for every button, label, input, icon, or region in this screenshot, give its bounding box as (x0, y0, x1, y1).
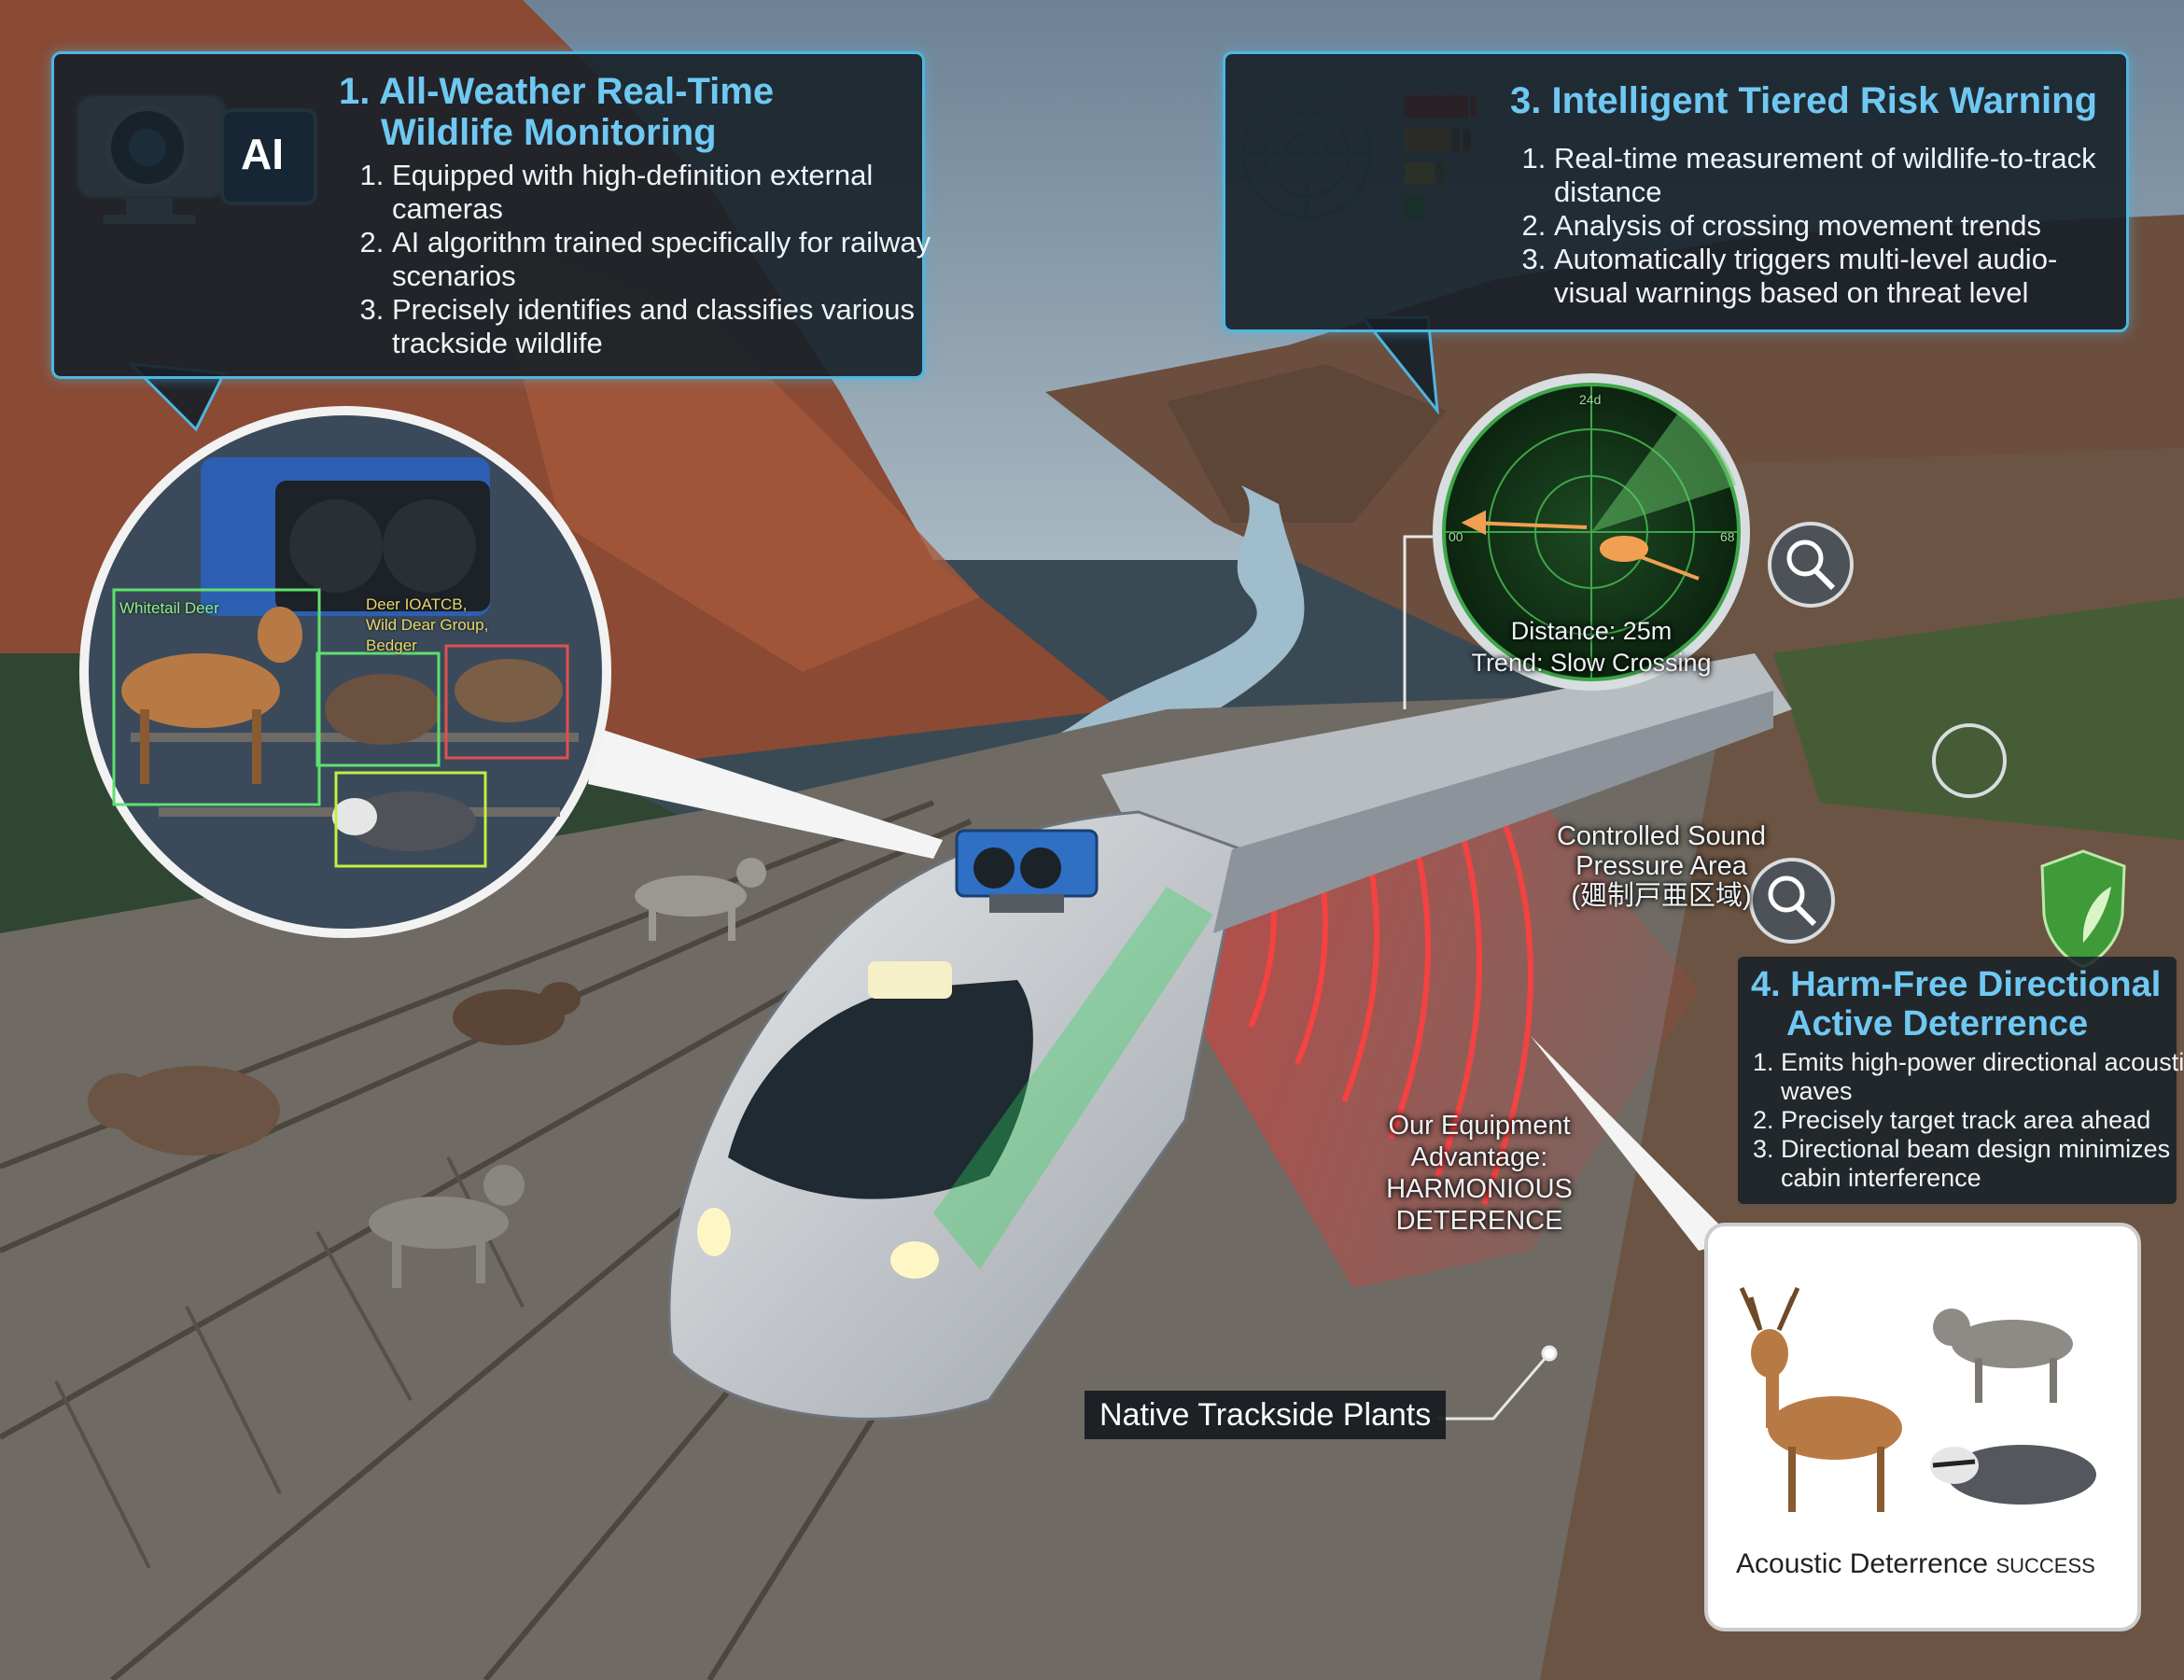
success-caption-main: Acoustic Deterrence (1736, 1548, 1989, 1579)
panel1-list: Equipped with high-definition external c… (353, 159, 943, 360)
badger-icon (1930, 1445, 2096, 1505)
list-item: Emits high-power directional acoustic wa… (1781, 1048, 2184, 1106)
list-item: Precisely identifies and classifies vari… (392, 293, 943, 360)
radar-right-mark: 68 (1720, 529, 1735, 544)
train (667, 653, 1792, 1421)
leaf-shield-icon (2040, 849, 2126, 969)
list-item: Precisely target track area ahead (1781, 1106, 2184, 1135)
success-caption: Acoustic Deterrence SUCCESS (1736, 1548, 2095, 1580)
panel3-list: Real-time measurement of wildlife-to-tra… (1515, 142, 2123, 310)
panel1-title-line1: 1. All-Weather Real-Time (339, 71, 775, 112)
panel4-title-line2: Active Deterrence (1786, 1004, 2089, 1043)
radar-distance: Distance: 25m (1510, 617, 1673, 645)
list-item: AI algorithm trained specifically for ra… (392, 226, 943, 293)
list-item: Directional beam design minimizes cabin … (1781, 1135, 2184, 1193)
wolf-on-track (635, 858, 766, 941)
sound-pressure-line1: Controlled Sound (1556, 821, 1767, 851)
zoom-target-icon (1932, 723, 2007, 798)
panel-active-deterrence: 4. Harm-Free Directional Active Deterren… (1738, 957, 2184, 1204)
native-plants-label: Native Trackside Plants (1085, 1391, 1447, 1439)
advantage-line1: Our Equipment (1388, 1111, 1571, 1141)
radar-left-mark: 00 (1449, 529, 1463, 544)
panel-risk-warning: 3. Intelligent Tiered Risk Warning Real-… (1223, 51, 2129, 332)
success-card-illustration (1739, 1286, 2096, 1512)
panel3-title: 3. Intelligent Tiered Risk Warning (1510, 80, 2098, 121)
tag-whitetail-deer: Whitetail Deer (119, 599, 219, 617)
advantage-line3: HARMONIOUS (1386, 1174, 1573, 1204)
wolf-icon (1933, 1309, 2073, 1403)
list-item: Real-time measurement of wildlife-to-tra… (1554, 142, 2123, 209)
radar-sweep (1591, 411, 1736, 532)
list-item: Analysis of crossing movement trends (1554, 209, 2123, 243)
deterrence-device (955, 829, 1099, 913)
sound-pressure-line2: Pressure Area (1575, 851, 1747, 881)
wolf-near (369, 1165, 525, 1288)
panel-wildlife-monitoring: AI 1. All-Weather Real-Time Wildlife Mon… (51, 51, 931, 379)
list-item: Automatically triggers multi-level audio… (1554, 243, 2123, 310)
radar-tracking-arrows (1461, 510, 1700, 581)
boar-on-track (453, 982, 581, 1045)
detection-boxes (112, 588, 569, 868)
list-item: Equipped with high-definition external c… (392, 159, 943, 226)
tag-group-line3: Bedger (366, 637, 417, 654)
search-icon-lower (1749, 858, 1835, 944)
sound-pressure-line3: (廽制戸亜区域) (1571, 881, 1752, 911)
panel4-list: Emits high-power directional acoustic wa… (1742, 1048, 2184, 1193)
panel4-title-line1: 4. Harm-Free Directional (1751, 965, 2162, 1004)
advantage-line2: Advantage: (1410, 1142, 1548, 1172)
radar-heading: 24d (1579, 392, 1602, 407)
radar-trend: Trend: Slow Crossing (1471, 649, 1712, 677)
ai-chip-label: AI (241, 130, 284, 178)
boar-near (88, 1066, 280, 1155)
search-icon (1768, 522, 1854, 608)
deer-icon (1739, 1286, 1902, 1512)
panel1-title-line2: Wildlife Monitoring (381, 112, 717, 153)
tag-group-line1: Deer IOATCΒ, (366, 595, 468, 613)
tag-group-line2: Wild Dear Group, (366, 616, 489, 634)
success-badge: SUCCESS (1995, 1554, 2095, 1577)
advantage-line4: DETERENCE (1395, 1206, 1563, 1236)
